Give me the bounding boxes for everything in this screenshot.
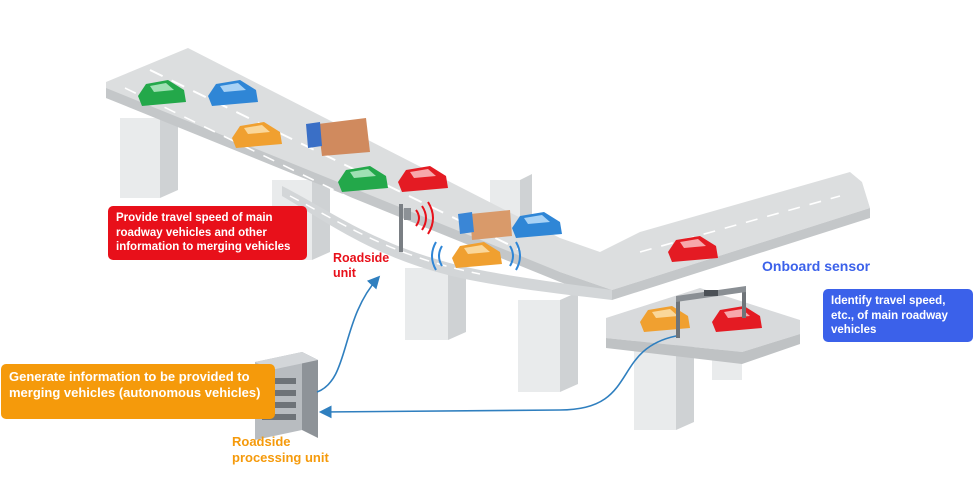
car-green-2 xyxy=(338,166,388,192)
onboard-sensor-label: Onboard sensor xyxy=(762,258,871,274)
car-red-1 xyxy=(398,166,448,192)
truck-icon xyxy=(306,118,370,156)
generate-info-callout: Generate information to be provided to m… xyxy=(1,364,275,419)
pillar-1 xyxy=(120,110,178,198)
pillar-5 xyxy=(518,292,578,392)
car-green-1 xyxy=(138,80,186,106)
signal-wave-icon xyxy=(431,241,521,271)
pillar-4 xyxy=(405,260,466,340)
lower-roadway xyxy=(606,288,800,364)
arrow-to-roadside-unit xyxy=(316,275,381,393)
car-blue-1 xyxy=(208,80,258,106)
roadside-processing-unit-label: Roadside processing unit xyxy=(232,434,329,465)
car-orange-merging xyxy=(452,242,502,268)
merge-ramp xyxy=(282,186,612,300)
main-roadway xyxy=(106,48,870,300)
roadside-unit-label: Roadside unit xyxy=(333,251,390,280)
antenna-icon xyxy=(399,201,434,252)
truck-icon-2 xyxy=(458,210,512,240)
identify-speed-callout: Identify travel speed, etc., of main roa… xyxy=(823,289,973,342)
sensor-gantry-icon xyxy=(676,286,746,338)
car-blue-2 xyxy=(512,212,562,238)
merging-info-callout: Provide travel speed of main roadway veh… xyxy=(108,206,307,260)
arrow-sensor-to-server xyxy=(318,335,677,419)
car-orange-1 xyxy=(232,122,282,148)
car-red-2 xyxy=(668,236,718,262)
